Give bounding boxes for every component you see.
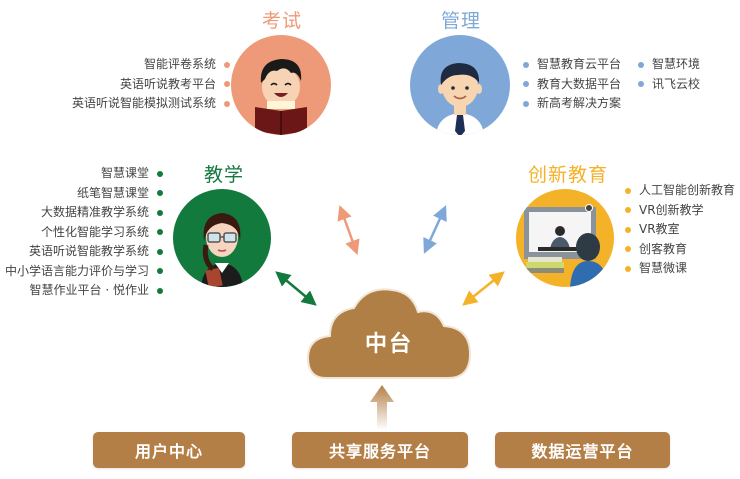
list-item: 纸笔智慧课堂 <box>5 184 163 204</box>
list-item: 英语听说智能模拟测试系统 <box>72 94 230 114</box>
exam-title: 考试 <box>262 10 303 32</box>
innovation-title: 创新教育 <box>528 164 609 186</box>
management-list-col2: 智慧环境 讯飞云校 <box>638 55 700 94</box>
bullet-icon <box>157 170 163 177</box>
innovation-connector-arrow-icon <box>462 271 505 306</box>
student-reading-avatar-icon <box>255 59 307 135</box>
bullet-icon <box>157 209 163 216</box>
bullet-icon <box>638 81 644 88</box>
user-center-button[interactable]: 用户中心 <box>93 432 245 468</box>
bullet-icon <box>157 248 163 255</box>
management-title: 管理 <box>441 10 482 32</box>
list-item: 创客教育 <box>625 240 735 260</box>
list-item: 中小学语言能力评价与学习 <box>5 262 163 282</box>
bullet-icon <box>638 61 644 68</box>
teaching-connector-arrow-icon <box>275 271 317 306</box>
list-item: 智慧课堂 <box>5 164 163 184</box>
list-item: 智能评卷系统 <box>72 55 230 75</box>
bullet-icon <box>625 226 631 233</box>
list-item: 讯飞云校 <box>638 75 700 95</box>
bullet-icon <box>157 268 163 275</box>
list-item: 智慧微课 <box>625 259 735 279</box>
shared-service-platform-button[interactable]: 共享服务平台 <box>292 432 468 468</box>
bullet-icon <box>625 187 631 194</box>
video-classroom-icon <box>524 204 608 287</box>
list-item: 大数据精准教学系统 <box>5 203 163 223</box>
list-item: VR教室 <box>625 220 735 240</box>
list-item: 新高考解决方案 <box>523 94 621 114</box>
list-item: 教育大数据平台 <box>523 75 621 95</box>
list-item: 英语听说智能教学系统 <box>5 242 163 262</box>
exam-avatar <box>231 35 331 135</box>
administrator-avatar-icon <box>436 63 484 135</box>
center-label: 中台 <box>364 332 413 357</box>
bullet-icon <box>523 81 529 88</box>
innovation-list: 人工智能创新教育 VR创新教学 VR教室 创客教育 智慧微课 <box>625 181 735 279</box>
list-item: 智慧教育云平台 <box>523 55 621 75</box>
bullet-icon <box>625 207 631 214</box>
data-operation-platform-button[interactable]: 数据运营平台 <box>495 432 670 468</box>
management-avatar <box>410 35 510 135</box>
teaching-avatar <box>173 189 271 287</box>
bullet-icon <box>224 100 230 107</box>
management-list-col1: 智慧教育云平台 教育大数据平台 新高考解决方案 <box>523 55 621 114</box>
innovation-avatar <box>516 189 614 287</box>
teaching-title: 教学 <box>204 164 245 186</box>
bullet-icon <box>157 287 163 294</box>
bullet-icon <box>157 229 163 236</box>
up-arrow-icon <box>370 385 394 430</box>
bullet-icon <box>523 100 529 107</box>
list-item: 智慧作业平台 · 悦作业 <box>5 281 163 301</box>
exam-list: 智能评卷系统 英语听说教考平台 英语听说智能模拟测试系统 <box>72 55 230 114</box>
teacher-avatar-icon <box>201 213 243 287</box>
bullet-icon <box>523 61 529 68</box>
center-cloud: 中台 <box>306 282 472 382</box>
bullet-icon <box>224 81 230 88</box>
management-connector-arrow-icon <box>423 205 447 254</box>
list-item: 智慧环境 <box>638 55 700 75</box>
bullet-icon <box>224 61 230 68</box>
teaching-list: 智慧课堂 纸笔智慧课堂 大数据精准教学系统 个性化智能学习系统 英语听说智能教学… <box>5 164 163 301</box>
bullet-icon <box>625 265 631 272</box>
cloud-icon <box>306 288 472 379</box>
list-item: 人工智能创新教育 <box>625 181 735 201</box>
bullet-icon <box>157 190 163 197</box>
list-item: 个性化智能学习系统 <box>5 223 163 243</box>
exam-connector-arrow-icon <box>337 204 360 256</box>
list-item: 英语听说教考平台 <box>72 75 230 95</box>
list-item: VR创新教学 <box>625 201 735 221</box>
bullet-icon <box>625 246 631 253</box>
